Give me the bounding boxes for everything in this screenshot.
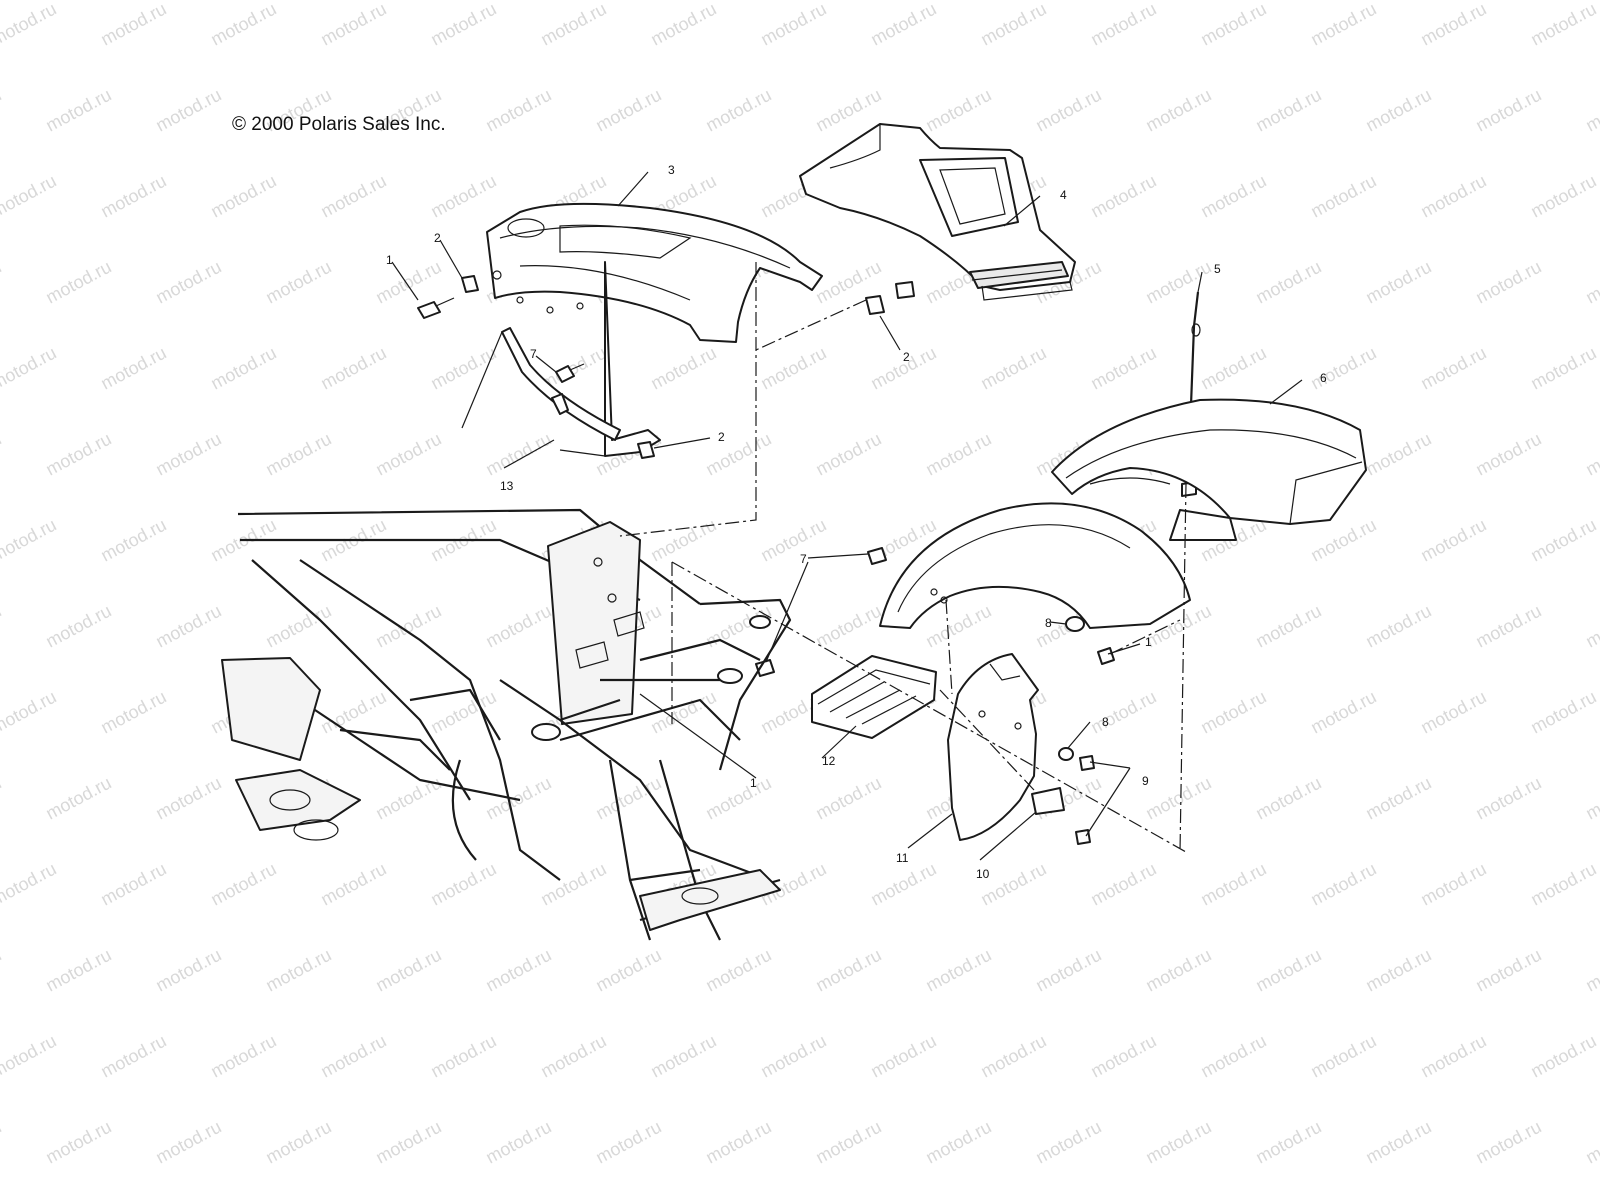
callout-2-lower: 2 xyxy=(718,430,725,444)
leader-lines xyxy=(391,171,1303,861)
callout-1-right: 1 xyxy=(1145,635,1152,649)
part-4-headlight-pod xyxy=(799,123,1076,301)
callout-5: 5 xyxy=(1214,262,1221,276)
callout-8-upper: 8 xyxy=(1045,616,1052,630)
callout-8-lower: 8 xyxy=(1102,715,1109,729)
chassis-frame xyxy=(221,508,792,941)
front-fender xyxy=(879,502,1191,629)
part-6-rear-fender xyxy=(1051,398,1367,541)
callout-9: 9 xyxy=(1142,774,1149,788)
callout-1-frame: 1 xyxy=(750,776,757,790)
callout-10: 10 xyxy=(976,867,990,881)
part-12-bracket xyxy=(811,655,937,739)
callout-2-upper: 2 xyxy=(434,231,441,245)
callout-1-upper: 1 xyxy=(386,253,393,267)
part-3-front-cab xyxy=(486,202,823,457)
copyright-notice: © 2000 Polaris Sales Inc. xyxy=(232,114,446,135)
part-2-clips xyxy=(461,275,885,459)
callout-7-lower: 7 xyxy=(800,552,807,566)
callout-13: 13 xyxy=(500,479,514,493)
part-13-panel-strip xyxy=(461,327,621,457)
callout-6: 6 xyxy=(1320,371,1327,385)
callout-2-right: 2 xyxy=(903,350,910,364)
callout-11: 11 xyxy=(896,851,909,865)
callouts: 1 2 3 4 5 6 2 7 2 13 7 8 1 8 9 1 12 11 1… xyxy=(386,163,1327,881)
upper-screws xyxy=(417,297,585,383)
callout-7-upper: 7 xyxy=(530,347,537,361)
callout-4: 4 xyxy=(1060,188,1067,202)
callout-3: 3 xyxy=(668,163,675,177)
callout-12: 12 xyxy=(822,754,836,768)
